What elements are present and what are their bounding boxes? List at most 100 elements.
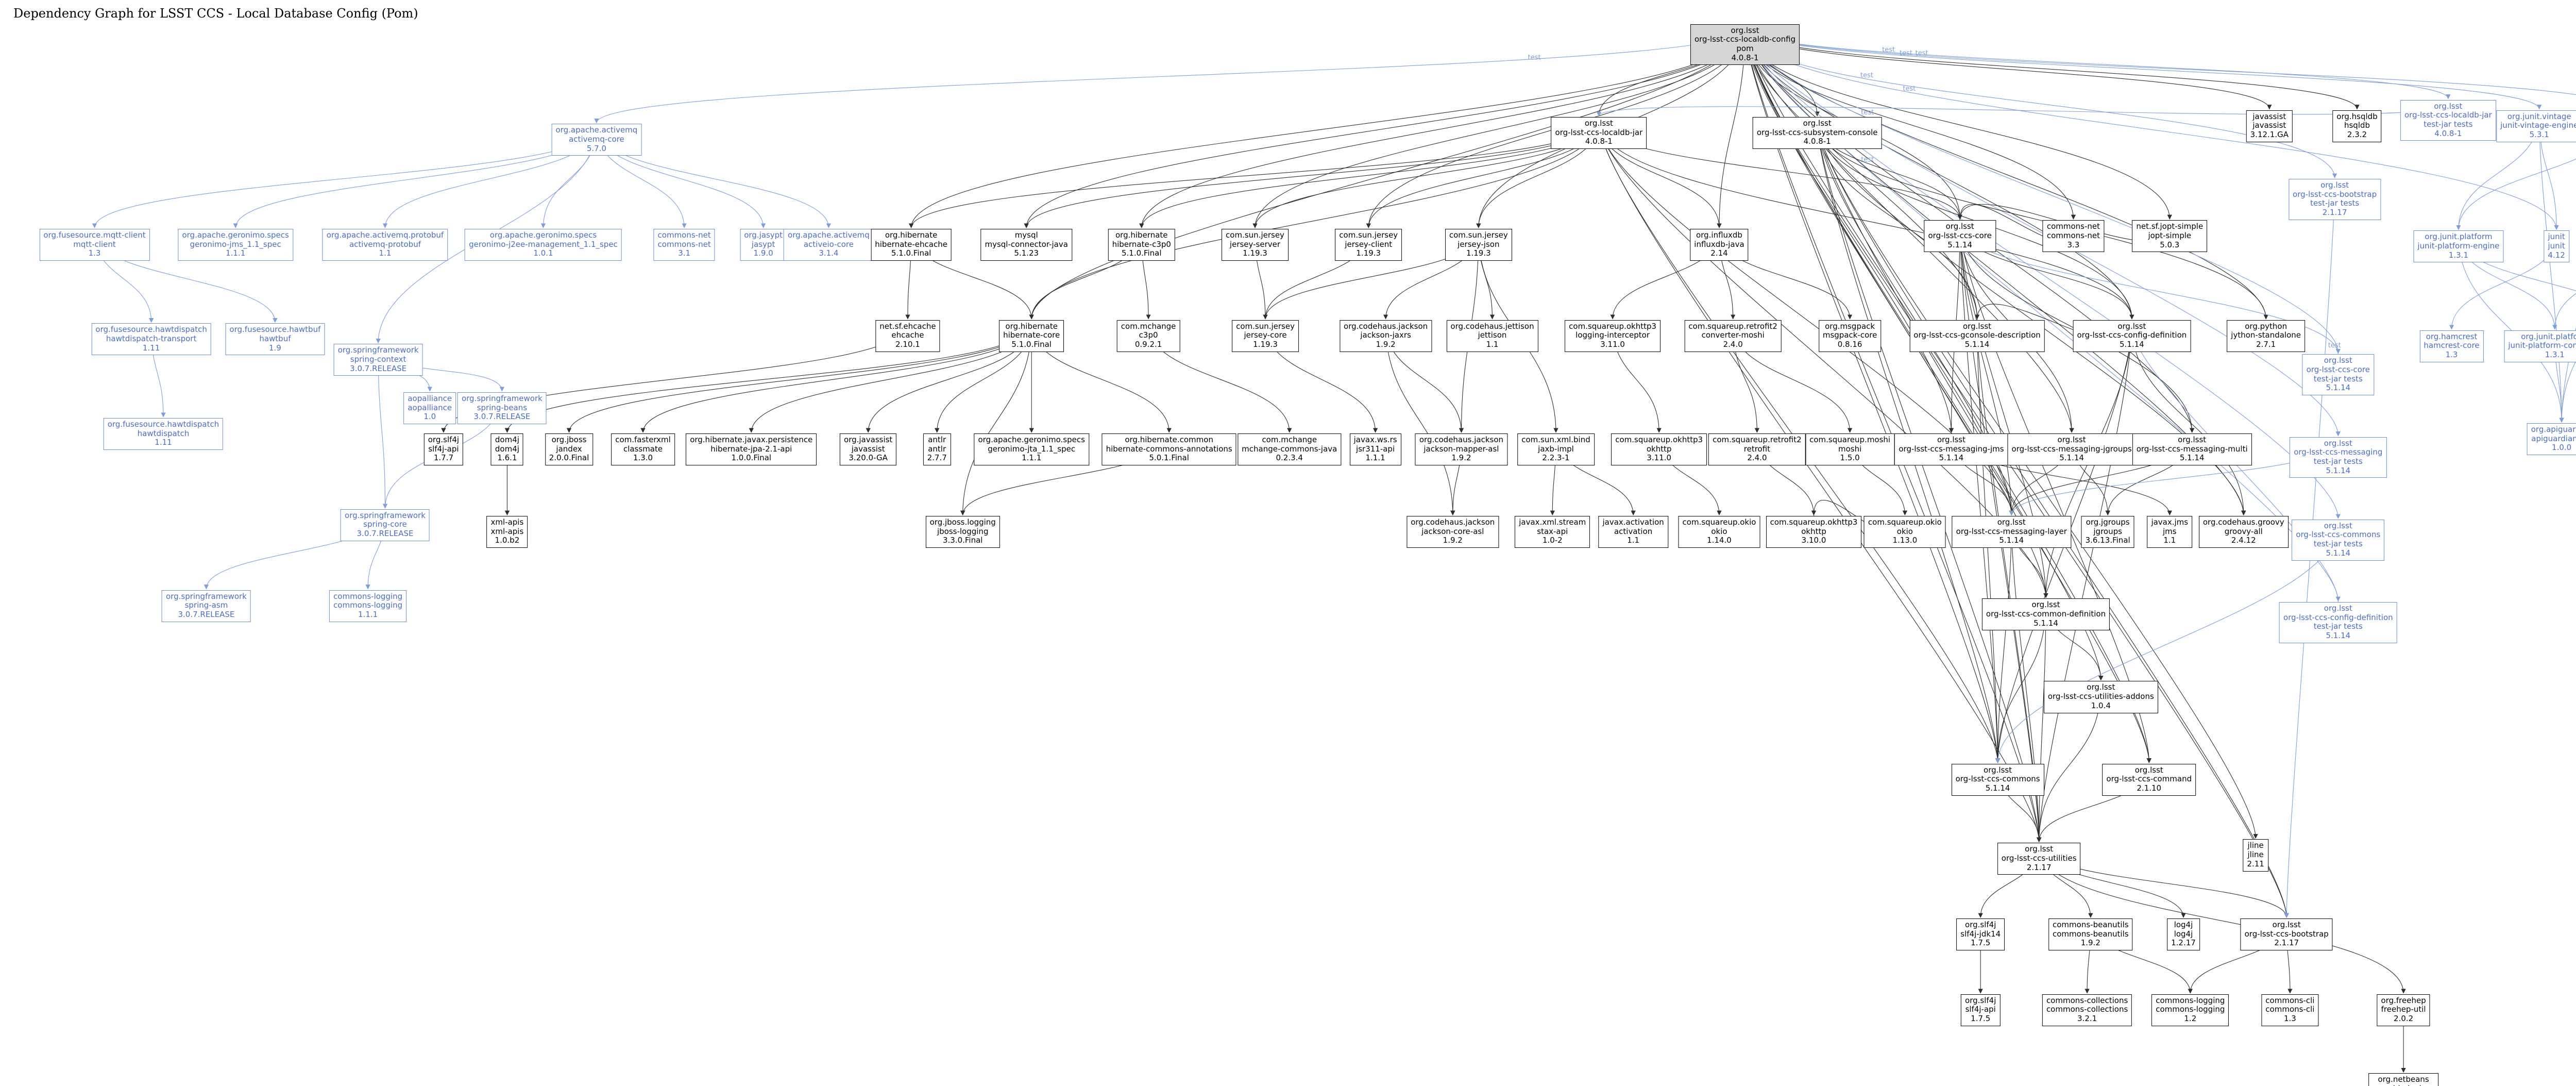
dependency-node[interactable]: org.netbeansopenide-lookup1.9-patched-1.… xyxy=(2368,1073,2438,1086)
